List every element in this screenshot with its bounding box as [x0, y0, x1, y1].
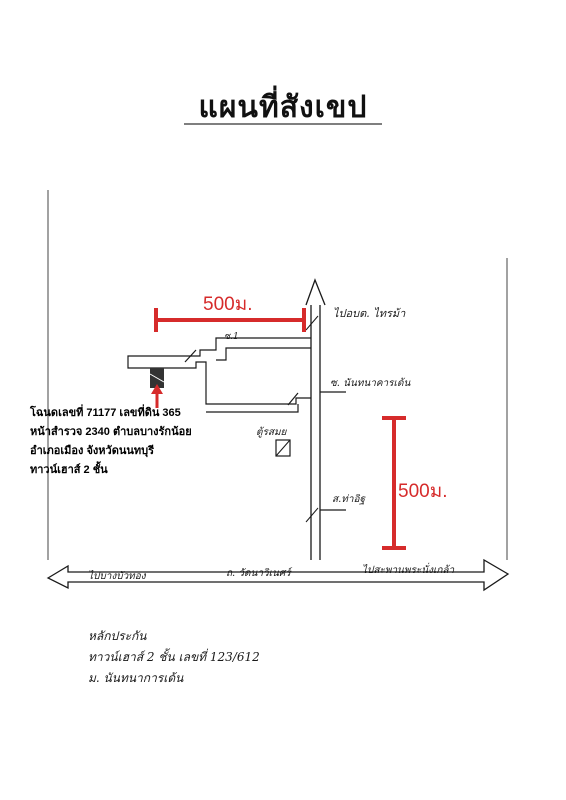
- vertical-road: [305, 278, 326, 560]
- info-line: อำเภอเมือง จังหวัดนนทบุรี: [30, 445, 155, 457]
- note-line: ทาวน์เฮาส์ 2 ชั้น เลขที่ 123/612: [88, 650, 260, 664]
- info-line: หน้าสำรวจ 2340 ตำบลบางรักน้อย: [30, 426, 192, 438]
- house-marker: [149, 368, 165, 388]
- road-label-phuchai: ส.ท่าอิฐ: [332, 494, 366, 505]
- box-marker: [275, 439, 291, 457]
- property-info: โฉนดเลขที่ 71177 เลขที่ดิน 365 หน้าสำรวจ…: [30, 404, 192, 480]
- road-label-to-market: ไปอบต. ไทรม้า: [333, 307, 406, 320]
- road-label-soi-1: ซ.1: [224, 332, 239, 342]
- scale-label-horizontal: 500ม.: [203, 294, 253, 315]
- info-line: ทาวน์เฮาส์ 2 ชั้น: [30, 464, 108, 476]
- road-label-soi-nonthanakhon: ซ. นันทนาคารเด้น: [330, 378, 411, 389]
- page-title: แผนที่สังเขป: [198, 90, 368, 125]
- note-line: ม. นันทนาการเด้น: [88, 671, 184, 685]
- road-label-left-direction: ไปบางบัวทอง: [88, 571, 146, 582]
- road-label-right-direction: ไปสะพานพระนั่งเกล้า: [362, 565, 455, 576]
- box-label: ตู้รสมย: [256, 427, 287, 438]
- red-pointer: [151, 384, 163, 408]
- note-line: หลักประกัน: [88, 629, 147, 643]
- scale-bar-vertical: [382, 416, 406, 550]
- main-road: [46, 558, 510, 592]
- info-line: โฉนดเลขที่ 71177 เลขที่ดิน 365: [30, 407, 181, 419]
- scale-bar-horizontal: [154, 308, 306, 332]
- collateral-note: หลักประกัน ทาวน์เฮาส์ 2 ชั้น เลขที่ 123/…: [88, 626, 260, 689]
- scale-label-vertical: 500ม.: [398, 481, 448, 502]
- road-label-main: ถ. วัดนาวิเนศร์: [226, 568, 291, 579]
